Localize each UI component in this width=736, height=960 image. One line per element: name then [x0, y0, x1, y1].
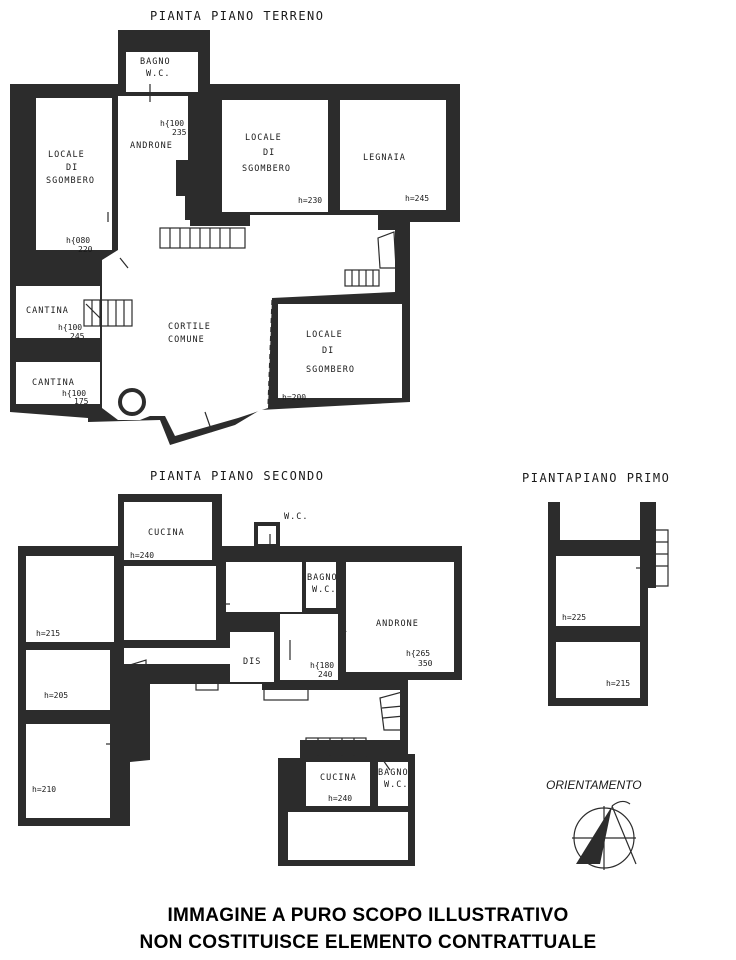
- cantina-top-height-2: 245: [70, 332, 85, 341]
- cucina-top-label: CUCINA: [148, 528, 185, 538]
- bagno-bottom-room: [378, 762, 408, 806]
- bagno-wc-second: [306, 562, 336, 608]
- orientation-label: ORIENTAMENTO: [546, 778, 642, 792]
- room-c-height: h=210: [32, 785, 56, 794]
- disclaimer-line-1: IMMAGINE A PURO SCOPO ILLUSTRATIVO: [167, 905, 569, 926]
- first-room-upper: [556, 556, 640, 626]
- cortile-label-2: COMUNE: [168, 335, 205, 345]
- cantina-top-room: [16, 286, 100, 338]
- ground-stairs: [83, 227, 397, 327]
- second-floor-plan: CUCINA h=240 W.C. h=215 BAGNO W.C. ANDRO…: [18, 494, 462, 866]
- room-hall: [226, 562, 302, 612]
- first-floor-stairs: [622, 529, 669, 631]
- locale-left-label-2: DI: [66, 163, 78, 173]
- second-floor-title: PIANTA PIANO SECONDO: [150, 469, 325, 483]
- room-b: [26, 650, 110, 710]
- room-center: [124, 566, 216, 640]
- dis-room: [230, 632, 274, 682]
- androne-label: ANDRONE: [130, 141, 173, 151]
- first-floor-title: PIANTAPIANO PRIMO: [522, 471, 670, 485]
- locale-left-label-3: SGOMBERO: [46, 176, 95, 186]
- androne-room: [118, 96, 188, 220]
- locale-right-label-3: SGOMBERO: [306, 365, 355, 375]
- room-a: [26, 556, 114, 642]
- wc-top-label: W.C.: [284, 512, 308, 522]
- locale-mid-label-1: LOCALE: [245, 133, 282, 143]
- dis-height-2: 240: [318, 670, 333, 679]
- first-room-upper-height: h=225: [562, 613, 586, 622]
- androne-height-2: 235: [172, 128, 187, 137]
- cucina-top-room: [124, 502, 212, 560]
- legnaia-room: [340, 100, 446, 210]
- locale-left-height-2: 220: [78, 245, 93, 254]
- cantina-bottom-height-1: h{100: [62, 389, 86, 398]
- compass-arrow-icon: [576, 806, 612, 864]
- compass-arrow-outline: [611, 805, 637, 865]
- cucina-bottom-label: CUCINA: [320, 773, 357, 783]
- locale-left-label-1: LOCALE: [48, 150, 85, 160]
- disclaimer-line-2: NON COSTITUISCE ELEMENTO CONTRATTUALE: [139, 932, 597, 953]
- locale-right-height: h=200: [282, 393, 306, 402]
- first-corridor: [562, 502, 638, 538]
- cantina-top-label: CANTINA: [26, 306, 69, 316]
- cantina-bottom-label: CANTINA: [32, 378, 75, 388]
- locale-mid-height: h=230: [298, 196, 322, 205]
- dis-label: DIS: [243, 657, 261, 667]
- locale-right-label-2: DI: [322, 346, 334, 356]
- ground-floor-plan: BAGNO W.C. h{100 235 ANDRONE LOCALE DI S…: [10, 30, 460, 445]
- room-bottom-large: [288, 812, 408, 860]
- corridor: [124, 648, 230, 664]
- second-door-marks: [106, 534, 391, 787]
- locale-right-label-1: LOCALE: [306, 330, 343, 340]
- legnaia-height: h=245: [405, 194, 429, 203]
- locale-mid-label-2: DI: [263, 148, 275, 158]
- first-room-lower-height: h=215: [606, 679, 630, 688]
- cucina-bottom-room: [306, 762, 370, 806]
- cucina-bottom-height: h=240: [328, 794, 352, 803]
- androne-second-height-1: h{265: [406, 649, 430, 658]
- wc-label: W.C.: [146, 69, 170, 79]
- androne-second-label: ANDRONE: [376, 619, 419, 629]
- room-a-height: h=215: [36, 629, 60, 638]
- bagno-label: BAGNO: [140, 57, 171, 67]
- cantina-bottom-room: [16, 362, 100, 404]
- cantina-top-height-1: h{100: [58, 323, 82, 332]
- first-floor-plan: h=225 h=215: [548, 502, 669, 706]
- room-b-height: h=205: [44, 691, 68, 700]
- ground-floor-title: PIANTA PIANO TERRENO: [150, 9, 325, 23]
- androne-second-room: [346, 562, 454, 672]
- locale-sgombero-left-room: [36, 98, 112, 250]
- ground-door-marks: [85, 84, 213, 433]
- cucina-top-height: h=240: [130, 551, 154, 560]
- cantina-bottom-height-2: 175: [74, 397, 89, 406]
- round-well: [118, 388, 146, 416]
- north-mark-icon: [611, 800, 631, 807]
- bagno-second-label: BAGNO: [307, 573, 338, 583]
- orientation-compass: ORIENTAMENTO: [546, 778, 642, 870]
- locale-mid-label-3: SGOMBERO: [242, 164, 291, 174]
- second-stairs: [119, 659, 405, 757]
- androne-second-height-2: 350: [418, 659, 433, 668]
- cortile-label-1: CORTILE: [168, 322, 211, 332]
- locale-sgombero-middle-room: [222, 100, 328, 212]
- bagno-bottom-wc: W.C.: [384, 780, 408, 790]
- first-room-lower: [556, 642, 640, 698]
- legnaia-label: LEGNAIA: [363, 153, 406, 163]
- locale-left-height-1: h{080: [66, 236, 90, 245]
- bagno-wc-room: [126, 52, 198, 92]
- cortile-comune-courtyard: [102, 196, 395, 436]
- bagno-second-wc: W.C.: [312, 585, 336, 595]
- wc-box-top: [254, 522, 280, 548]
- androne-height-1: h{100: [160, 119, 184, 128]
- locale-sgombero-right-room: [278, 304, 402, 398]
- dis-height-1: h{180: [310, 661, 334, 670]
- bagno-bottom-label: BAGNO: [378, 768, 409, 778]
- room-c: [26, 724, 110, 818]
